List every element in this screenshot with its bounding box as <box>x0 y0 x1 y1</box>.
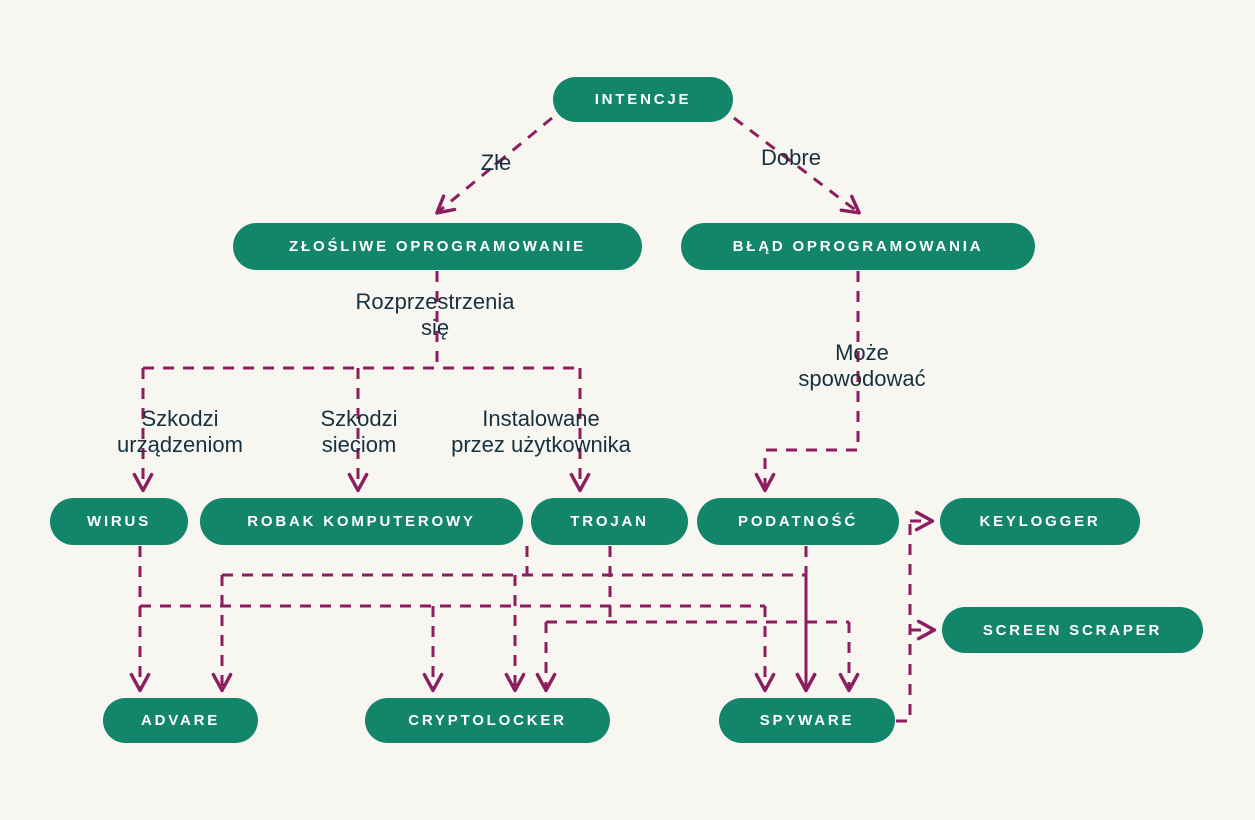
node-keylogger[interactable]: KEYLOGGER <box>940 498 1140 545</box>
node-label: BŁĄD OPROGRAMOWANIA <box>732 238 984 255</box>
node-label: TROJAN <box>570 513 649 530</box>
edge-label-szkodzi-sieciom: Szkodzi sieciom <box>320 406 398 457</box>
edge-intencje-zlosliwe <box>435 116 553 215</box>
node-label: INTENCJE <box>594 91 692 108</box>
node-label: SPYWARE <box>759 712 855 729</box>
node-label: CRYPTOLOCKER <box>408 712 567 729</box>
node-blad-oprogramowania[interactable]: BŁĄD OPROGRAMOWANIA <box>681 223 1035 270</box>
node-label: ZŁOŚLIWE OPROGRAMOWANIE <box>289 238 586 255</box>
node-cryptolocker[interactable]: CRYPTOLOCKER <box>365 698 610 743</box>
edge-label-zle: Złe <box>480 150 512 175</box>
edge-label-rozprzestrzenia-sie: Rozprzestrzenia się <box>355 289 515 340</box>
edge-spyware-riser <box>896 521 912 723</box>
edge-intencje-blad <box>733 116 861 215</box>
edge-label-szkodzi-urzadzeniom: Szkodzi urządzeniom <box>117 406 243 457</box>
node-label: PODATNOŚĆ <box>738 513 858 530</box>
node-label: ROBAK KOMPUTEROWY <box>247 513 476 530</box>
node-label: SCREEN SCRAPER <box>982 621 1163 639</box>
node-intencje[interactable]: INTENCJE <box>553 77 733 122</box>
node-label: ADVARE <box>140 712 221 729</box>
node-advare[interactable]: ADVARE <box>103 698 258 743</box>
edge-blad-podatnosc <box>754 271 860 493</box>
edge-label-instalowane-przez-uzytkownika: Instalowane przez użytkownika <box>451 406 631 457</box>
node-label: KEYLOGGER <box>979 513 1101 530</box>
edge-label-moze-spowodowac: Może spowodować <box>798 340 926 391</box>
edge-label-dobre: Dobre <box>761 145 821 170</box>
node-trojan[interactable]: TROJAN <box>531 498 688 545</box>
node-label: WIRUS <box>87 513 151 530</box>
node-spyware[interactable]: SPYWARE <box>719 698 895 743</box>
node-robak-komputerowy[interactable]: ROBAK KOMPUTEROWY <box>200 498 523 545</box>
node-screen-scraper[interactable]: SCREEN SCRAPER <box>942 607 1203 653</box>
node-zlosliwe-oprogramowanie[interactable]: ZŁOŚLIWE OPROGRAMOWANIE <box>233 223 642 270</box>
node-wirus[interactable]: WIRUS <box>50 498 188 545</box>
node-podatnosc[interactable]: PODATNOŚĆ <box>697 498 899 545</box>
